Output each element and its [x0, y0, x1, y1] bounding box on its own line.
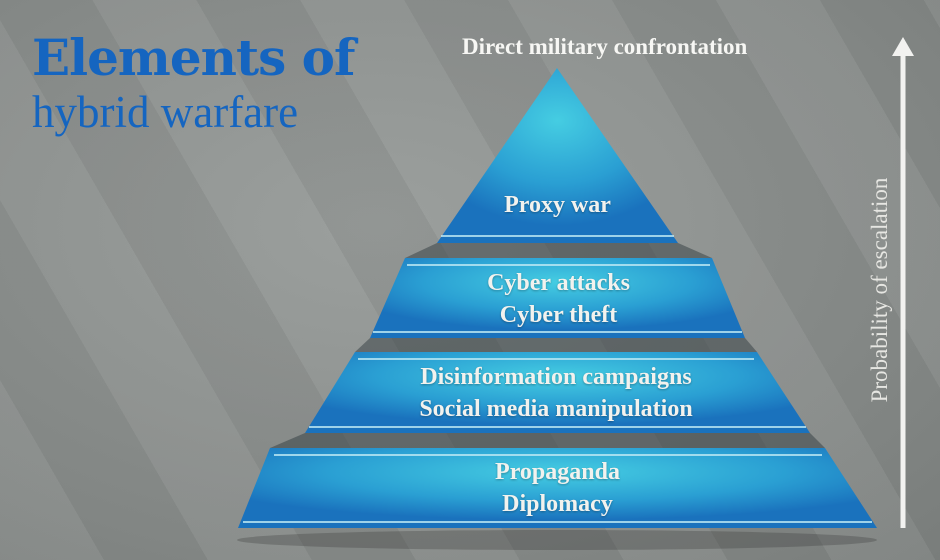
- escalation-arrow: [892, 37, 914, 528]
- tier-1-shape: [437, 68, 678, 243]
- title-line-1: Elements of: [32, 28, 355, 87]
- tier-gap-shadows: [237, 243, 877, 550]
- tier-3-line-1: Disinformation campaigns: [420, 364, 692, 390]
- tier-3-shape: [305, 352, 810, 433]
- tier-highlight-lines: [243, 235, 872, 523]
- tier-2-shape: [370, 258, 745, 338]
- tier-2-label: Cyber attacks Cyber theft: [400, 267, 717, 331]
- title-line-2: hybrid warfare: [32, 87, 299, 137]
- tier-1-line-1: Proxy war: [504, 192, 611, 218]
- tier-2-line-1: Cyber attacks: [487, 270, 630, 296]
- axis-label: Probability of escalation: [867, 177, 892, 403]
- tier-4-label: Propaganda Diplomacy: [300, 456, 815, 520]
- tier-2-line-2: Cyber theft: [499, 302, 618, 328]
- tier-4-line-1: Propaganda: [495, 459, 620, 485]
- tier-4-shape: [238, 448, 877, 528]
- tier-3-line-2: Social media manipulation: [419, 396, 693, 422]
- tier-4-line-2: Diplomacy: [502, 491, 613, 517]
- tier-3-label: Disinformation campaigns Social media ma…: [330, 361, 782, 425]
- tier-1-label: Proxy war: [437, 189, 678, 221]
- top-label: Direct military confrontation: [462, 34, 748, 59]
